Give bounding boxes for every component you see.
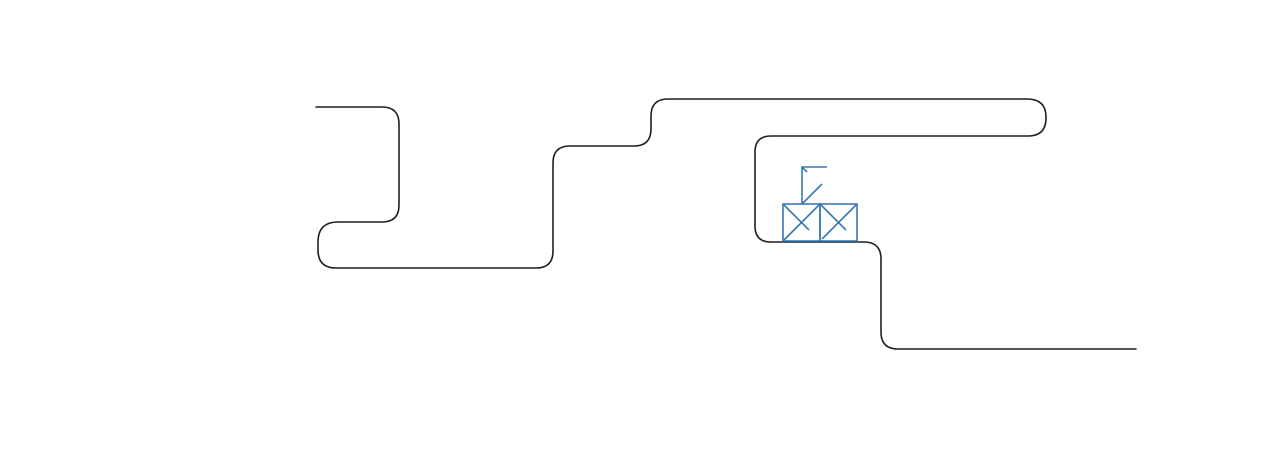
connector-line [315, 98, 1137, 350]
symbol-box-left-diagonal-b [782, 203, 821, 242]
symbol-arrow-shaft [801, 183, 823, 205]
crossed-boxes-with-arrow-icon [782, 166, 858, 242]
symbol-arrow-tick [801, 166, 808, 173]
symbol-box-right-diagonal-b [821, 203, 858, 240]
symbol-box-right-diagonal-a [819, 203, 847, 231]
symbol-box-right [819, 203, 858, 242]
symbol-arrow-elbow [801, 166, 827, 204]
symbol-box-left-diagonal-a [782, 203, 810, 231]
